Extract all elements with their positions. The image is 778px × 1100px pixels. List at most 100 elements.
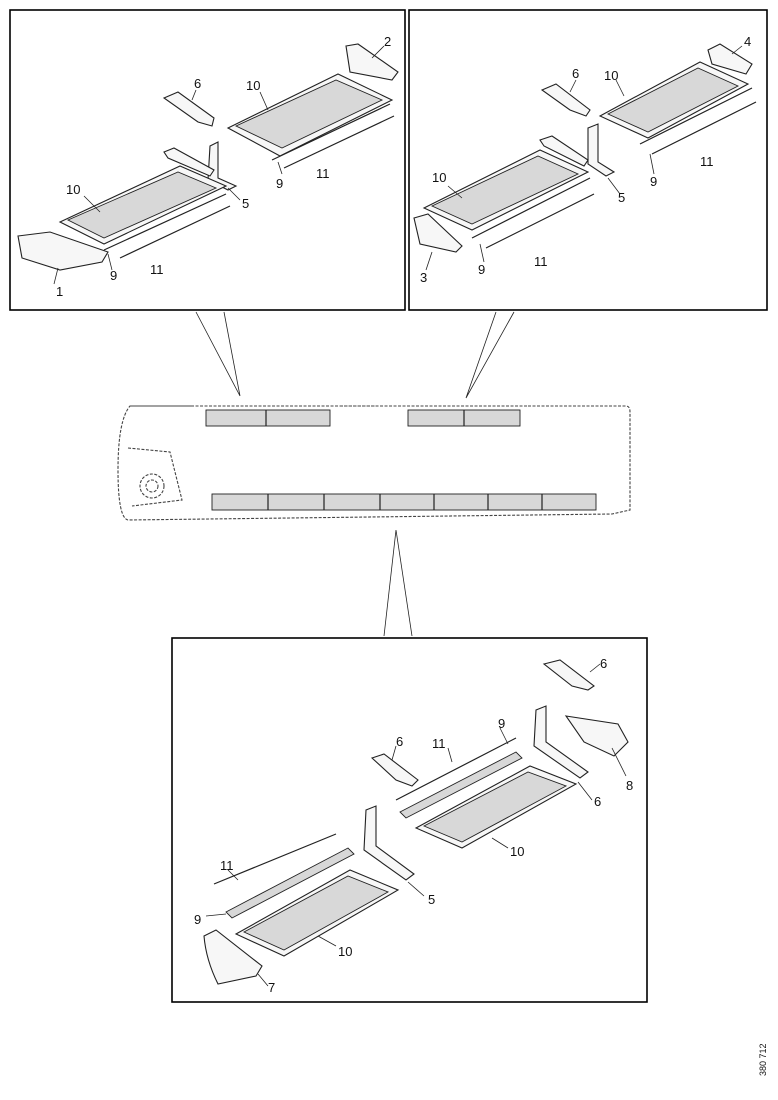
leader-line: [731, 45, 743, 55]
leader-line: [577, 781, 593, 801]
edge-strip-part-11: [395, 737, 517, 801]
leader-line: [53, 267, 59, 285]
part-label: 10: [604, 68, 618, 83]
end-cap-part-8: [564, 715, 629, 757]
edge-strip-part-9: [399, 751, 523, 819]
part-label: 6: [194, 76, 201, 91]
part-label: 11: [150, 262, 164, 277]
leader-line: [589, 663, 601, 673]
lower-step-run: [211, 493, 597, 511]
leader-line: [257, 973, 269, 987]
part-label: 3: [420, 270, 427, 285]
bracket-part-6: [370, 753, 419, 787]
panel-bottom: 5 6 6 6 7 8 9 9 10 10 11 11: [171, 637, 648, 1003]
leader-line: [447, 185, 463, 199]
part-label: 6: [600, 656, 607, 671]
edge-strip-part-9: [271, 103, 391, 161]
edge-strip-part-11: [119, 205, 231, 259]
part-label: 2: [384, 34, 391, 49]
part-label: 11: [432, 736, 446, 751]
edge-strip-part-9: [471, 177, 591, 239]
leader-line: [259, 91, 269, 111]
part-label: 6: [572, 66, 579, 81]
leader-line: [205, 913, 227, 917]
step-grid: [422, 771, 568, 843]
step-dividers: [265, 410, 465, 426]
leader-line: [447, 747, 453, 763]
part-label: 10: [66, 182, 80, 197]
part-label: 5: [618, 190, 625, 205]
step-grid: [606, 67, 740, 133]
support-part-5: [363, 805, 415, 881]
part-label: 10: [338, 944, 352, 959]
part-label: 9: [110, 268, 117, 283]
part-label: 6: [396, 734, 403, 749]
bus-side-view: [117, 405, 631, 521]
part-label: 7: [268, 980, 275, 995]
step-grid: [234, 79, 384, 149]
part-label: 8: [626, 778, 633, 793]
part-label: 5: [428, 892, 435, 907]
leader-line: [569, 79, 577, 93]
part-label: 11: [700, 154, 714, 169]
part-label: 9: [498, 716, 505, 731]
end-cap-part-4: [707, 43, 753, 75]
edge-strip-part-11: [651, 101, 757, 155]
end-cap-part-2: [345, 43, 399, 81]
edge-strip-part-11: [485, 193, 595, 249]
panel-frame: [171, 637, 648, 1003]
edge-strip-part-9: [225, 847, 355, 919]
cross-member: [163, 147, 215, 177]
support-part-5: [533, 705, 589, 779]
step-dividers: [267, 494, 543, 510]
pointer-top-left: [195, 311, 241, 397]
part-label: 10: [246, 78, 260, 93]
edge-strip-part-11: [283, 115, 395, 169]
part-label: 1: [56, 284, 63, 299]
part-label: 9: [478, 262, 485, 277]
cross-member: [539, 135, 589, 167]
front-wheel-hub: [145, 479, 159, 493]
step-grid: [66, 171, 218, 239]
leader-line: [317, 935, 337, 947]
upper-step-left: [205, 409, 331, 427]
support-part-5: [587, 123, 616, 177]
bracket-part-6: [540, 83, 591, 117]
bus-outline: [117, 405, 631, 521]
pointer-top-right: [465, 311, 515, 399]
part-label: 10: [510, 844, 524, 859]
part-label: 11: [534, 254, 548, 269]
part-label: 11: [316, 166, 330, 181]
leader-line: [611, 747, 627, 777]
step-grid: [430, 155, 580, 225]
pointer-bottom: [383, 529, 413, 637]
callout-pointers: [195, 311, 515, 637]
leader-line: [491, 837, 509, 849]
leader-line: [479, 243, 485, 263]
leader-line: [107, 253, 113, 271]
part-label: 4: [744, 34, 751, 49]
leader-line: [371, 45, 385, 59]
part-label: 9: [194, 912, 201, 927]
leader-line: [191, 89, 197, 101]
part-label: 11: [220, 858, 234, 873]
leader-line: [227, 187, 241, 201]
part-label: 9: [650, 174, 657, 189]
leader-line: [425, 251, 433, 271]
panel-top-left: 1 2 5 6 9 9 10 10 11 11: [9, 9, 406, 311]
part-label: 9: [276, 176, 283, 191]
leader-line: [227, 869, 239, 881]
leader-line: [83, 195, 101, 213]
leader-line: [499, 727, 509, 745]
document-id: 380 712: [758, 1043, 768, 1076]
leader-line: [277, 161, 283, 175]
front-cap-part-3: [413, 213, 463, 253]
part-label: 6: [594, 794, 601, 809]
leader-line: [615, 79, 625, 97]
part-label: 5: [242, 196, 249, 211]
step-grid: [242, 875, 390, 951]
leader-line: [607, 177, 621, 195]
edge-strip-part-9: [103, 193, 227, 251]
leader-line: [391, 745, 397, 761]
